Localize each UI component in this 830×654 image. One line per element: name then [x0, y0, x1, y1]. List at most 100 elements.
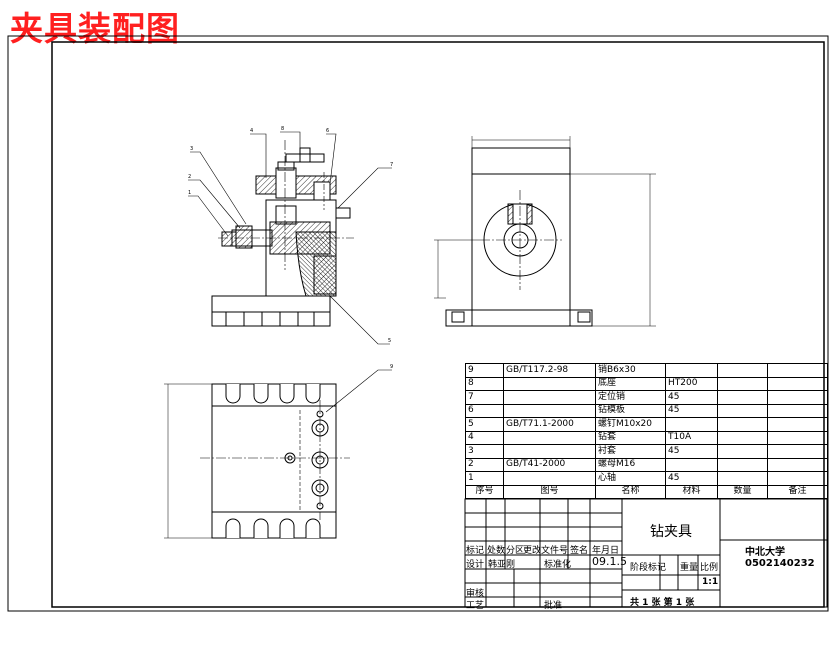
design-label: 设计: [466, 560, 485, 570]
bom-cell-std: [503, 430, 596, 445]
bom-cell-note: [767, 471, 828, 486]
top-view: [164, 369, 392, 539]
bom-header-note: 备注: [767, 484, 828, 499]
bom-header-material: 材料: [665, 484, 718, 499]
bom-cell-name: 钻模板: [595, 403, 666, 418]
balloon-4: 4: [250, 128, 253, 134]
bom-cell-qty: [717, 390, 768, 405]
outer-border: [7, 35, 829, 612]
bom-cell-material: T10A: [665, 430, 718, 445]
scale-value: 1:1: [702, 577, 719, 587]
school-name: 中北大学: [745, 547, 785, 558]
bom-cell-qty: [717, 471, 768, 486]
bom-cell-name: 销B6x30: [595, 363, 666, 378]
scale-label: 比例: [700, 563, 719, 573]
bom-cell-name: 定位销: [595, 390, 666, 405]
header-sign: 签名: [570, 546, 589, 556]
weight-label: 重量: [680, 563, 699, 573]
drawing-name: 钻夹具: [650, 524, 692, 540]
bom-cell-name: 螺母M16: [595, 457, 666, 472]
sheet-count: 共 1 张 第 1 张: [630, 598, 695, 608]
balloon-9: 9: [390, 364, 393, 370]
bom-cell-qty: [717, 444, 768, 459]
bom-cell-no: 4: [465, 430, 504, 445]
bom-header-row: 序号图号名称材料数量备注: [465, 484, 828, 499]
bom-cell-material: 45: [665, 471, 718, 486]
bom-cell-qty: [717, 376, 768, 391]
bom-cell-no: 7: [465, 390, 504, 405]
bom-cell-qty: [717, 403, 768, 418]
bom-cell-material: [665, 457, 718, 472]
bom-cell-no: 2: [465, 457, 504, 472]
bom-cell-name: 底座: [595, 376, 666, 391]
bom-cell-no: 6: [465, 403, 504, 418]
bom-cell-std: [503, 444, 596, 459]
review-label: 审核: [466, 589, 485, 599]
bom-cell-no: 1: [465, 471, 504, 486]
bom-cell-std: [503, 390, 596, 405]
header-count: 处数: [487, 546, 506, 556]
bom-cell-note: [767, 390, 828, 405]
bom-cell-no: 9: [465, 363, 504, 378]
bom-cell-material: HT200: [665, 376, 718, 391]
design-date: 09.1.5: [592, 555, 627, 568]
designer-name: 韩亚刚: [488, 560, 516, 570]
bom-header-no: 序号: [465, 484, 504, 499]
header-zone: 分区: [506, 546, 525, 556]
balloon-8: 8: [281, 126, 284, 132]
bom-cell-qty: [717, 430, 768, 445]
header-mark: 标记: [466, 546, 485, 556]
balloon-5: 5: [388, 338, 391, 344]
balloon-3: 3: [190, 146, 193, 152]
bom-cell-material: 45: [665, 444, 718, 459]
balloon-2: 2: [188, 174, 191, 180]
bom-cell-name: 钻套: [595, 430, 666, 445]
bom-cell-no: 3: [465, 444, 504, 459]
balloon-1: 1: [188, 190, 191, 196]
bom-cell-qty: [717, 417, 768, 432]
bom-cell-std: GB/T71.1-2000: [503, 417, 596, 432]
stage-label: 阶段标记: [630, 563, 667, 573]
header-change-doc: 更改文件号: [522, 546, 568, 556]
bom-cell-name: 螺钉M10x20: [595, 417, 666, 432]
bom-header-std: 图号: [503, 484, 596, 499]
bom-header-qty: 数量: [717, 484, 768, 499]
approve-label: 批准: [544, 601, 563, 611]
bom-cell-std: [503, 403, 596, 418]
bom-cell-material: [665, 363, 718, 378]
bom-cell-std: [503, 471, 596, 486]
bom-cell-name: 心轴: [595, 471, 666, 486]
header-date: 年月日: [592, 546, 620, 556]
bom-cell-note: [767, 430, 828, 445]
side-view: [434, 136, 656, 327]
title-block-lines: [464, 498, 828, 608]
bom-cell-note: [767, 444, 828, 459]
balloon-7: 7: [390, 162, 393, 168]
bom-cell-std: GB/T41-2000: [503, 457, 596, 472]
process-label: 工艺: [466, 601, 485, 611]
bom-cell-material: [665, 417, 718, 432]
bom-cell-no: 5: [465, 417, 504, 432]
inner-frame: [51, 41, 825, 608]
bom-cell-note: [767, 376, 828, 391]
balloon-6: 6: [326, 128, 329, 134]
bom-cell-note: [767, 457, 828, 472]
bom-cell-note: [767, 417, 828, 432]
bom-cell-no: 8: [465, 376, 504, 391]
drawing-title: 夹具装配图: [10, 9, 180, 48]
bom-cell-std: [503, 376, 596, 391]
bom-header-name: 名称: [595, 484, 666, 499]
standard-label: 标准化: [544, 560, 572, 570]
bom-cell-std: GB/T117.2-98: [503, 363, 596, 378]
